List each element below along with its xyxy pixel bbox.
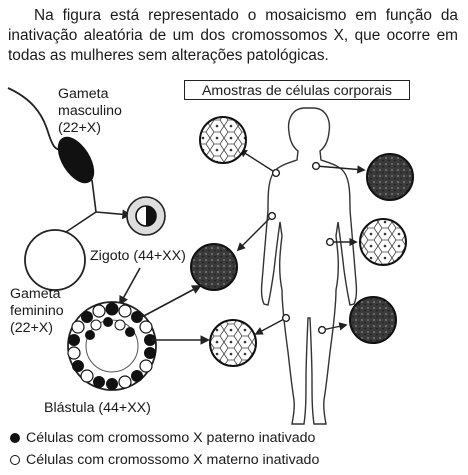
zygote-icon: [126, 196, 166, 236]
black-dot-icon: [10, 433, 20, 443]
sperm-icon: [7, 87, 97, 213]
legend-paternal: Células com cromossomo X paterno inativa…: [10, 430, 315, 447]
female-body-silhouette: [260, 107, 358, 425]
legend-maternal: Células com cromossomo X materno inativa…: [10, 452, 319, 469]
tissue-sample-dark: [366, 153, 414, 201]
tissue-sample-dark: [349, 296, 397, 344]
tissue-sample-light: [359, 218, 407, 266]
tissue-sample-dark: [190, 243, 238, 291]
blastula-icon: [67, 301, 157, 391]
zygote-label: Zigoto (44+XX): [90, 248, 186, 264]
tissue-sample-light: [209, 319, 257, 367]
blastula-label: Blástula (44+XX): [44, 400, 151, 416]
body-samples-title: Amostras de células corporais: [184, 80, 410, 100]
white-dot-icon: [10, 455, 20, 465]
male-gamete-label: Gameta masculino (22+X): [58, 86, 122, 136]
female-gamete-label: Gameta feminino (22+X): [10, 286, 64, 336]
egg-cell-icon: [24, 229, 86, 291]
tissue-sample-light: [199, 116, 247, 164]
intro-paragraph: Na figura está representado o mosaicismo…: [8, 7, 458, 64]
